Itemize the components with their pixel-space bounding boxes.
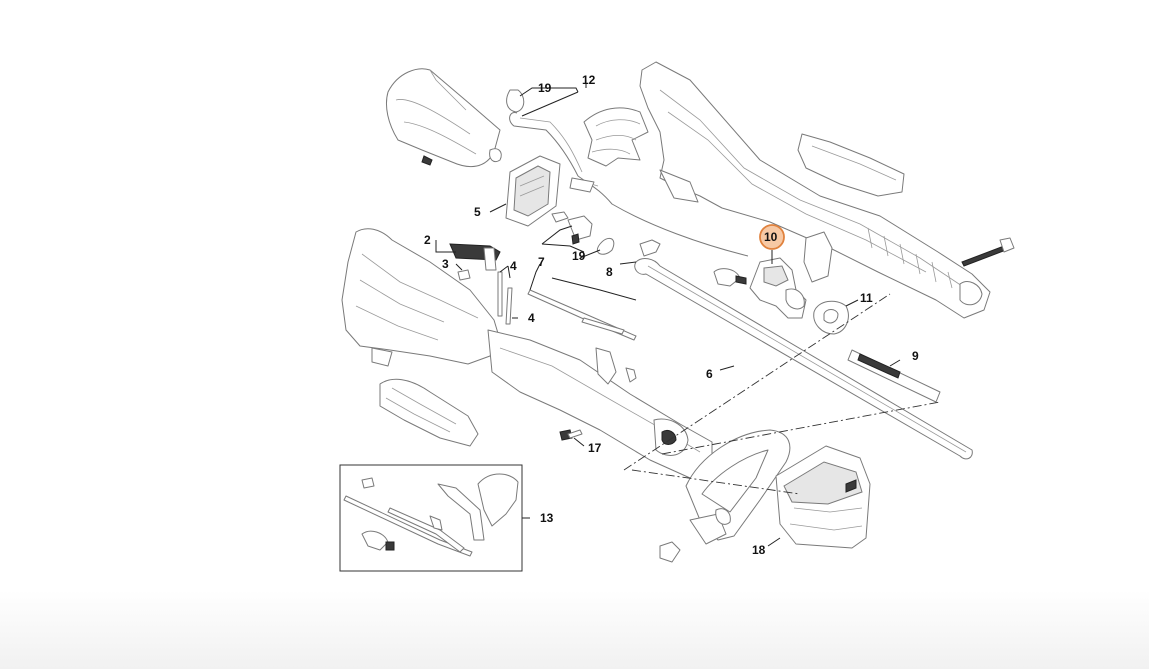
bearing-housing-10 <box>713 257 807 319</box>
control-module <box>505 155 561 227</box>
callout-8[interactable]: 8 <box>606 265 613 279</box>
inset-13 <box>339 464 523 572</box>
bolt-right <box>961 237 1015 267</box>
callout-11[interactable]: 11 <box>860 291 873 305</box>
main-housing-right <box>639 61 991 319</box>
callout-9[interactable]: 9 <box>912 349 919 363</box>
linkage-rod <box>527 239 661 341</box>
ring-11 <box>813 300 849 335</box>
callout-labels: 19 12 5 2 3 4 4 7 19 8 6 9 10 11 17 13 1… <box>424 73 919 557</box>
throttle-cable <box>506 89 749 257</box>
clip-19-lower <box>551 211 615 255</box>
drive-shaft-tube <box>634 258 973 460</box>
shaft-housing <box>487 329 713 479</box>
callout-19-top[interactable]: 19 <box>538 81 552 95</box>
rear-grip <box>379 378 479 447</box>
springs <box>497 271 513 325</box>
lever-assembly <box>449 243 501 281</box>
callout-4-lower[interactable]: 4 <box>528 311 535 325</box>
callout-18[interactable]: 18 <box>752 543 766 557</box>
upper-bracket <box>803 231 833 283</box>
drive-shaft-9 <box>847 349 941 403</box>
callout-3[interactable]: 3 <box>442 257 449 271</box>
housing-bracket <box>583 107 649 167</box>
callout-13[interactable]: 13 <box>540 511 554 525</box>
engine-cover <box>385 68 502 168</box>
callout-12[interactable]: 12 <box>582 73 596 87</box>
guard-18 <box>775 445 871 549</box>
callout-19-lower[interactable]: 19 <box>572 249 586 263</box>
background-fade <box>0 590 1149 669</box>
highlight-circle-10 <box>759 224 785 250</box>
callout-2[interactable]: 2 <box>424 233 431 247</box>
callout-10[interactable]: 10 <box>764 230 778 244</box>
callout-6[interactable]: 6 <box>706 367 713 381</box>
engine-housing-left <box>341 228 501 367</box>
callout-5[interactable]: 5 <box>474 205 481 219</box>
screw-17 <box>559 429 583 441</box>
callout-7[interactable]: 7 <box>538 255 545 269</box>
leader-lines <box>435 80 901 547</box>
callout-17[interactable]: 17 <box>588 441 602 455</box>
callout-4-upper[interactable]: 4 <box>510 259 517 273</box>
alignment-lines <box>623 293 941 495</box>
